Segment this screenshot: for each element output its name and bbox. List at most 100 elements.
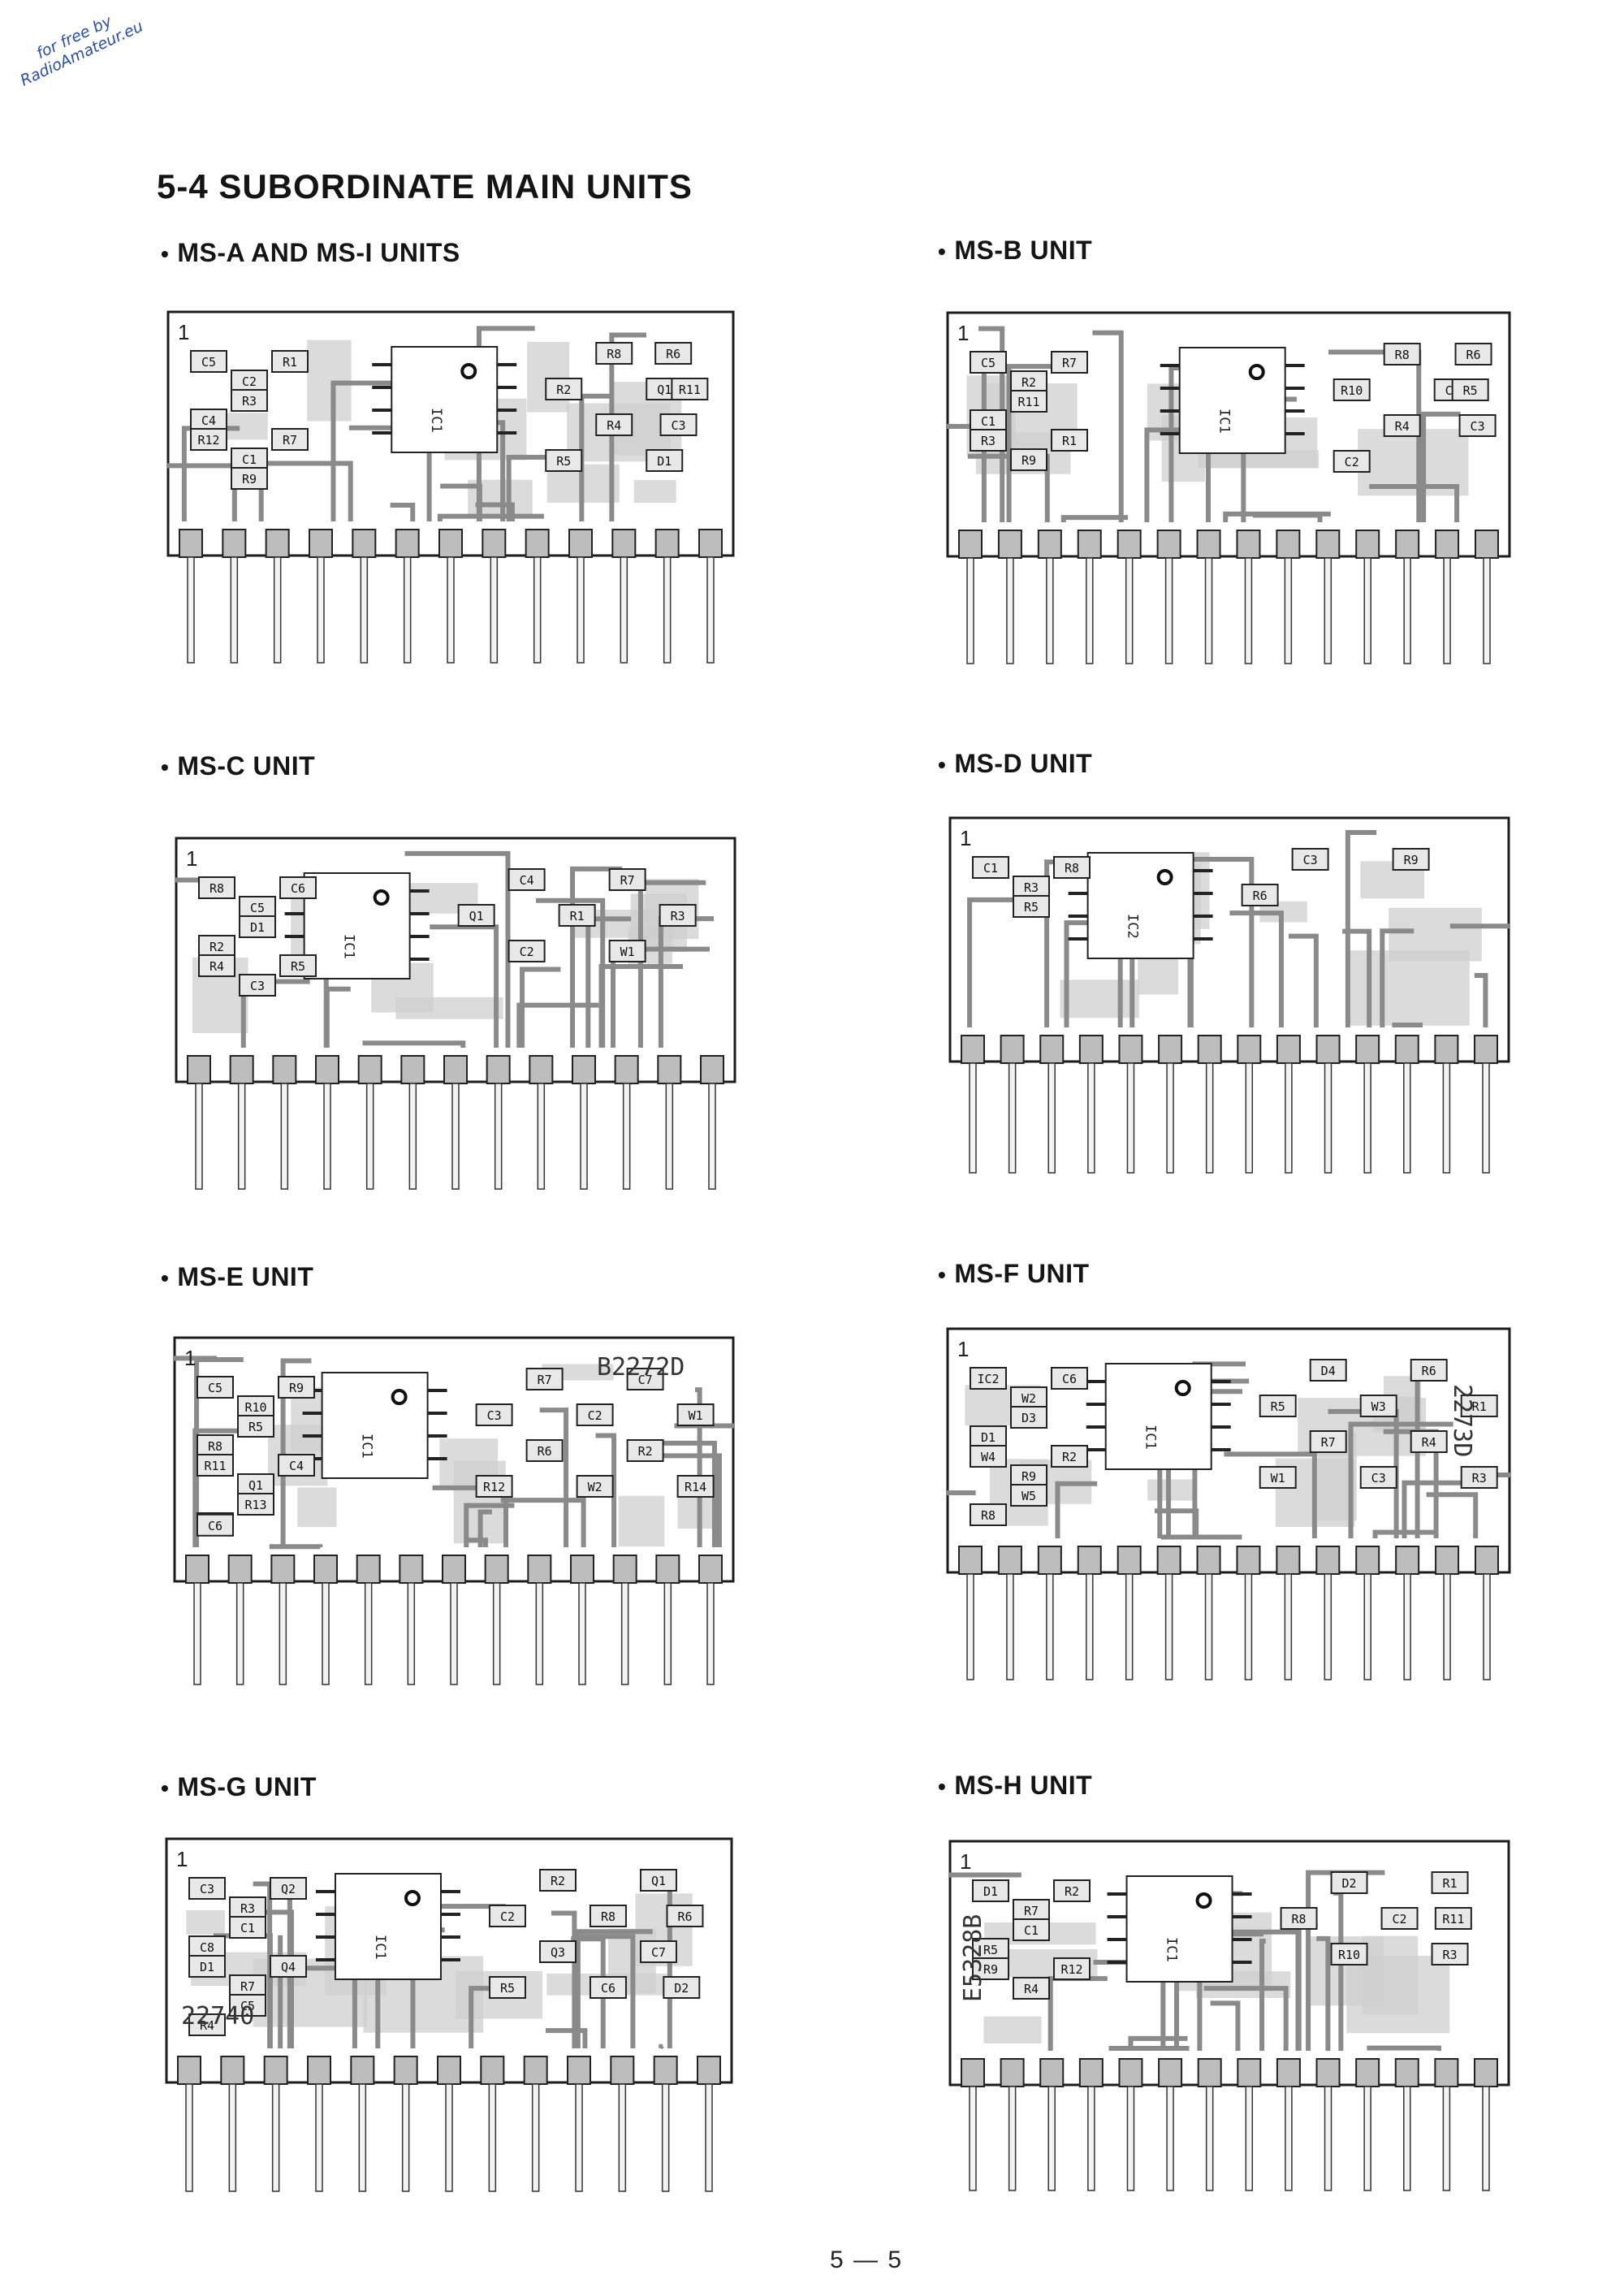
component: R8 <box>589 1905 627 1927</box>
pin-lead <box>969 2086 977 2191</box>
pin-lead <box>1285 2086 1293 2191</box>
component: C2 <box>1380 1907 1419 1930</box>
pin-lead <box>488 2083 497 2192</box>
pin-lead <box>365 1083 374 1190</box>
component-label: R8 <box>1065 861 1079 876</box>
pin-lead <box>1086 1573 1094 1680</box>
component-label: R7 <box>620 873 635 888</box>
component: C1 <box>970 409 1007 432</box>
trace <box>390 503 416 521</box>
pin-lead <box>706 556 715 664</box>
pin-pad <box>1394 1035 1419 1064</box>
trace <box>1128 2035 1188 2051</box>
pin-pad <box>1315 2058 1341 2087</box>
pin-pad <box>1196 1546 1221 1575</box>
component: Q4 <box>270 1955 307 1978</box>
trace <box>595 1433 617 1547</box>
pin-pad <box>265 529 290 558</box>
pin-pad <box>484 1555 509 1584</box>
trace <box>520 967 561 1048</box>
component-label: D1 <box>200 1960 214 1974</box>
pin-lead <box>279 1582 287 1685</box>
component: R7 <box>1309 1430 1347 1453</box>
component: C2 <box>488 1905 526 1927</box>
pin-lead <box>317 556 325 664</box>
pin-one-marker: 1 <box>957 321 969 345</box>
component: C6 <box>1051 1367 1088 1390</box>
component-label: Q1 <box>248 1478 263 1493</box>
pin-lead <box>1442 2086 1451 2191</box>
component-label: C2 <box>500 1909 515 1924</box>
pin-pad <box>272 1055 297 1084</box>
component: R6 <box>1241 884 1279 906</box>
pin-one-marker: 1 <box>176 1847 188 1871</box>
pin-lead <box>1482 1062 1490 1174</box>
component: R2 <box>1010 370 1047 393</box>
trace <box>551 1910 577 2048</box>
trace <box>440 483 482 521</box>
component-label: C7 <box>638 1373 653 1387</box>
component: W1 <box>676 1403 715 1426</box>
component-label: IC1 <box>372 1935 388 1960</box>
unit-title-ms-g: •MS-G UNIT <box>161 1772 317 1801</box>
pin-lead <box>1126 1062 1135 1174</box>
pin-lead <box>1324 1062 1332 1174</box>
component: Q1 <box>237 1473 274 1496</box>
component-label: R5 <box>1024 900 1039 915</box>
component-label: W2 <box>1021 1391 1036 1406</box>
component: R5 <box>279 954 317 977</box>
pin-lead <box>492 1582 501 1685</box>
ic-pin1-dot <box>1156 869 1173 885</box>
pin-pad <box>187 1055 211 1084</box>
board-label: E5328B <box>959 1914 987 2002</box>
pin-pad <box>480 2056 505 2085</box>
ic-body <box>303 872 411 980</box>
component: R4 <box>1410 1430 1448 1453</box>
component: R2 <box>1051 1445 1088 1468</box>
component-label: R8 <box>1292 1912 1307 1927</box>
trace <box>1316 1935 1331 2051</box>
trace <box>404 850 511 1048</box>
component: R5 <box>488 1976 526 1999</box>
pin-pad <box>263 2056 288 2085</box>
component-label: R1 <box>1443 1876 1458 1891</box>
component: R11 <box>671 378 709 400</box>
pin-pad <box>1355 530 1380 559</box>
ic-pin1-dot <box>1195 1892 1212 1909</box>
component-label: R2 <box>551 1874 565 1888</box>
component: C8 <box>188 1935 226 1958</box>
pin-lead <box>1205 1062 1214 1174</box>
pin-lead <box>1046 557 1054 664</box>
pin-lead <box>1164 557 1173 664</box>
component-label: R3 <box>981 434 996 448</box>
component: R9 <box>1010 448 1047 471</box>
component-label: C3 <box>200 1882 214 1896</box>
trace <box>1342 928 1372 1027</box>
pin-pad <box>1116 1546 1142 1575</box>
component: C7 <box>626 1368 664 1390</box>
pin-lead <box>1244 557 1253 664</box>
pin-lead <box>1284 557 1293 664</box>
pin-pad <box>1355 1546 1380 1575</box>
component: R9 <box>1010 1464 1047 1487</box>
pin-lead <box>1166 1062 1174 1174</box>
component: C3 <box>188 1877 226 1900</box>
component: R2 <box>545 378 583 400</box>
component-label: R7 <box>538 1373 552 1387</box>
trace <box>1092 330 1124 522</box>
component-label: C3 <box>487 1408 502 1423</box>
trace <box>1380 928 1415 1027</box>
trace <box>175 877 216 883</box>
trace <box>1223 511 1331 522</box>
section-title: 5-4 SUBORDINATE MAIN UNITS <box>157 167 693 205</box>
pin-pad <box>222 529 247 558</box>
pin-pad <box>655 1555 680 1584</box>
component: R5 <box>1451 378 1489 401</box>
pin-lead <box>228 2083 237 2192</box>
component-label: R3 <box>240 1901 255 1916</box>
